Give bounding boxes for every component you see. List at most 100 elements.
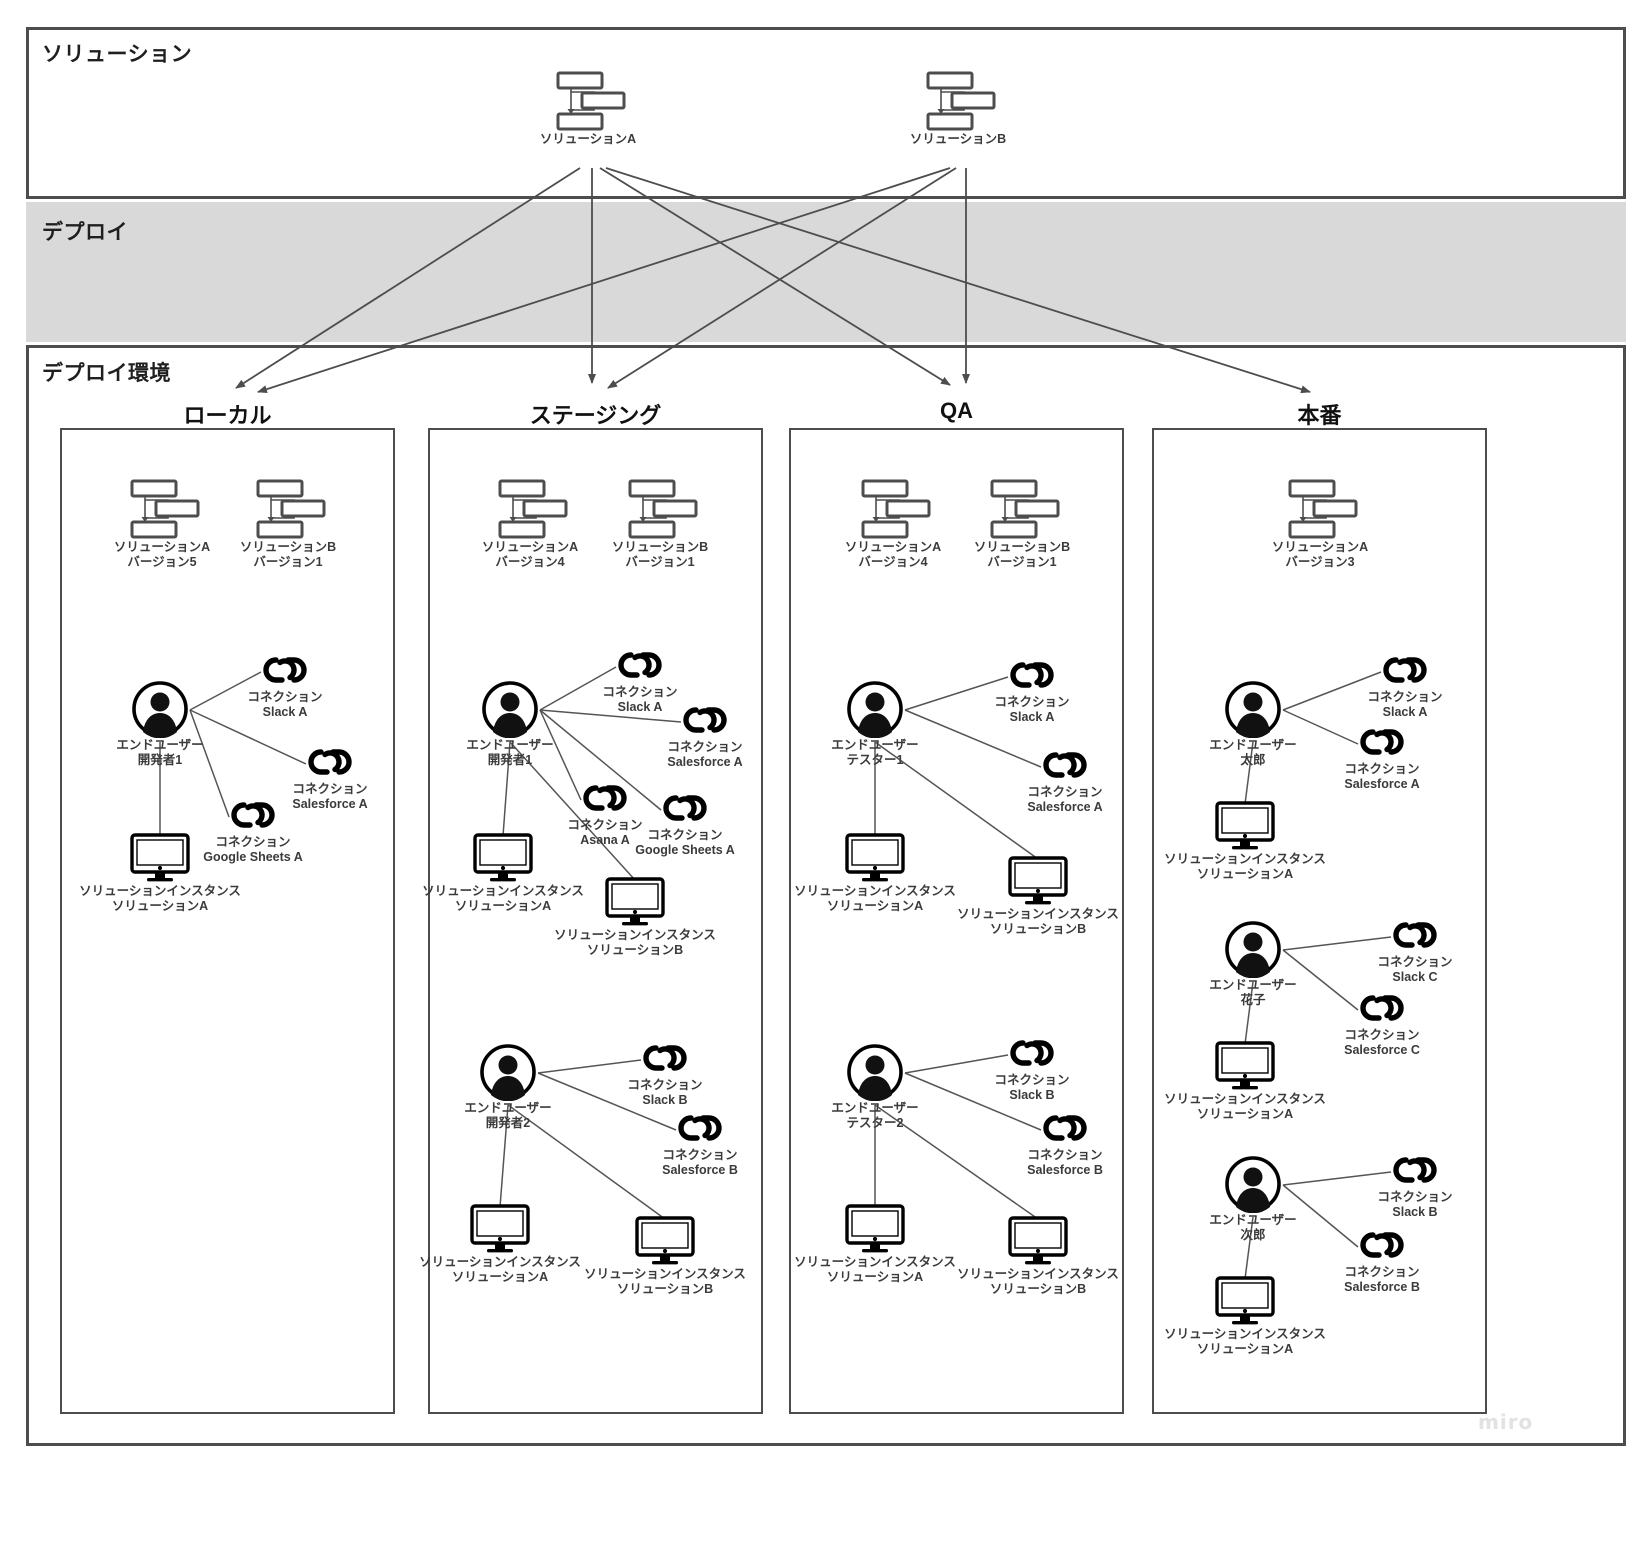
user-staging-1-instance-2-label-2: ソリューションB bbox=[586, 943, 684, 957]
solution-icon bbox=[556, 71, 626, 131]
env-column-staging bbox=[428, 428, 763, 1414]
user-prod-1[interactable]: エンドユーザー太郎 bbox=[1163, 680, 1343, 768]
deployed-solution-prod-1-label-1: ソリューションA bbox=[1271, 540, 1369, 554]
monitor-icon bbox=[130, 833, 190, 882]
monitor-icon bbox=[605, 877, 665, 926]
user-staging-2[interactable]: エンドユーザー開発者2 bbox=[418, 1043, 598, 1131]
user-staging-2-instance-1[interactable]: ソリューションインスタンスソリューションA bbox=[410, 1203, 590, 1285]
user-prod-1-label-2: 太郎 bbox=[1240, 753, 1266, 767]
user-prod-2-instance-1[interactable]: ソリューションインスタンスソリューションA bbox=[1155, 1040, 1335, 1122]
env-column-prod bbox=[1152, 428, 1487, 1414]
connection-icon bbox=[678, 1115, 722, 1141]
user-prod-2-connection-1-label-2: Slack C bbox=[1392, 970, 1438, 984]
deployed-solution-qa-1-label-1: ソリューションA bbox=[844, 540, 942, 554]
user-staging-2-connection-2-label-1: コネクション bbox=[662, 1148, 738, 1162]
user-prod-3-instance-1-label-1: ソリューションインスタンス bbox=[1164, 1327, 1326, 1341]
user-prod-1-connection-2-label-1: コネクション bbox=[1344, 762, 1420, 776]
user-staging-1-instance-2[interactable]: ソリューションインスタンスソリューションB bbox=[545, 876, 725, 958]
user-prod-3[interactable]: エンドユーザー次郎 bbox=[1163, 1155, 1343, 1243]
user-prod-3-instance-1[interactable]: ソリューションインスタンスソリューションA bbox=[1155, 1275, 1335, 1357]
user-qa-1-instance-1[interactable]: ソリューションインスタンスソリューションA bbox=[785, 832, 965, 914]
deployed-solution-local-1-label-2: バージョン5 bbox=[127, 555, 197, 569]
user-qa-1-instance-2[interactable]: ソリューションインスタンスソリューションB bbox=[948, 855, 1128, 937]
user-prod-1-connection-1-label-2: Slack A bbox=[1382, 705, 1428, 719]
end-user-icon bbox=[847, 1044, 903, 1101]
user-prod-2[interactable]: エンドユーザー花子 bbox=[1163, 920, 1343, 1008]
user-prod-1-instance-1[interactable]: ソリューションインスタンスソリューションA bbox=[1155, 800, 1335, 882]
user-qa-2-label-2: テスター2 bbox=[846, 1116, 904, 1130]
solution-node-2[interactable]: ソリューションB bbox=[868, 70, 1048, 147]
user-qa-2-connection-1-label-1: コネクション bbox=[994, 1073, 1070, 1087]
env-label-prod: 本番 bbox=[1297, 403, 1342, 428]
user-local-1-instance-1[interactable]: ソリューションインスタンスソリューションA bbox=[70, 832, 250, 914]
user-staging-2-connection-2-label-2: Salesforce B bbox=[662, 1163, 738, 1177]
monitor-icon bbox=[473, 833, 533, 882]
user-qa-2-instance-2-label-1: ソリューションインスタンス bbox=[957, 1267, 1119, 1281]
monitor-icon bbox=[845, 1204, 905, 1253]
user-qa-1[interactable]: エンドユーザーテスター1 bbox=[785, 680, 965, 768]
user-staging-2-connection-1-label-2: Slack B bbox=[642, 1093, 688, 1107]
user-prod-2-connection-2-label-2: Salesforce C bbox=[1344, 1043, 1420, 1057]
connection-icon bbox=[583, 785, 627, 811]
connection-icon bbox=[1393, 922, 1437, 948]
connection-icon bbox=[308, 749, 352, 775]
user-local-1-connection-1-label-1: コネクション bbox=[247, 690, 323, 704]
user-qa-1-label-2: テスター1 bbox=[846, 753, 904, 767]
deployed-solution-staging-2-label-2: バージョン1 bbox=[625, 555, 695, 569]
solution-icon bbox=[926, 71, 996, 131]
env-label-staging: ステージング bbox=[529, 403, 662, 428]
deployed-solution-staging-1-label-1: ソリューションA bbox=[481, 540, 579, 554]
user-qa-2-instance-2[interactable]: ソリューションインスタンスソリューションB bbox=[948, 1215, 1128, 1297]
user-qa-1-instance-2-label-1: ソリューションインスタンス bbox=[957, 907, 1119, 921]
user-staging-1-connection-1-label-1: コネクション bbox=[602, 685, 678, 699]
user-local-1[interactable]: エンドユーザー開発者1 bbox=[70, 680, 250, 768]
user-staging-2-instance-2[interactable]: ソリューションインスタンスソリューションB bbox=[575, 1215, 755, 1297]
solution-icon bbox=[498, 479, 568, 539]
monitor-icon bbox=[1215, 801, 1275, 850]
end-user-icon bbox=[482, 681, 538, 738]
user-staging-2-label-1: エンドユーザー bbox=[464, 1101, 552, 1115]
user-staging-1[interactable]: エンドユーザー開発者1 bbox=[420, 680, 600, 768]
end-user-icon bbox=[1225, 681, 1281, 738]
user-staging-1-connection-2-label-2: Salesforce A bbox=[667, 755, 743, 769]
user-qa-2-connection-2-label-2: Salesforce B bbox=[1027, 1163, 1103, 1177]
env-label-qa: QA bbox=[940, 398, 973, 423]
solution-icon bbox=[628, 479, 698, 539]
user-qa-2-instance-1[interactable]: ソリューションインスタンスソリューションA bbox=[785, 1203, 965, 1285]
solution-node-1[interactable]: ソリューションA bbox=[498, 70, 678, 147]
end-user-icon bbox=[1225, 1156, 1281, 1213]
user-qa-1-instance-2-label-2: ソリューションB bbox=[989, 922, 1087, 936]
user-qa-2[interactable]: エンドユーザーテスター2 bbox=[785, 1043, 965, 1131]
user-staging-1-instance-1[interactable]: ソリューションインスタンスソリューションA bbox=[413, 832, 593, 914]
user-qa-1-connection-2-label-2: Salesforce A bbox=[1027, 800, 1103, 814]
user-local-1-connection-3-label-2: Google Sheets A bbox=[203, 850, 303, 864]
end-user-icon bbox=[132, 681, 188, 738]
user-qa-1-connection-1-label-2: Slack A bbox=[1009, 710, 1055, 724]
